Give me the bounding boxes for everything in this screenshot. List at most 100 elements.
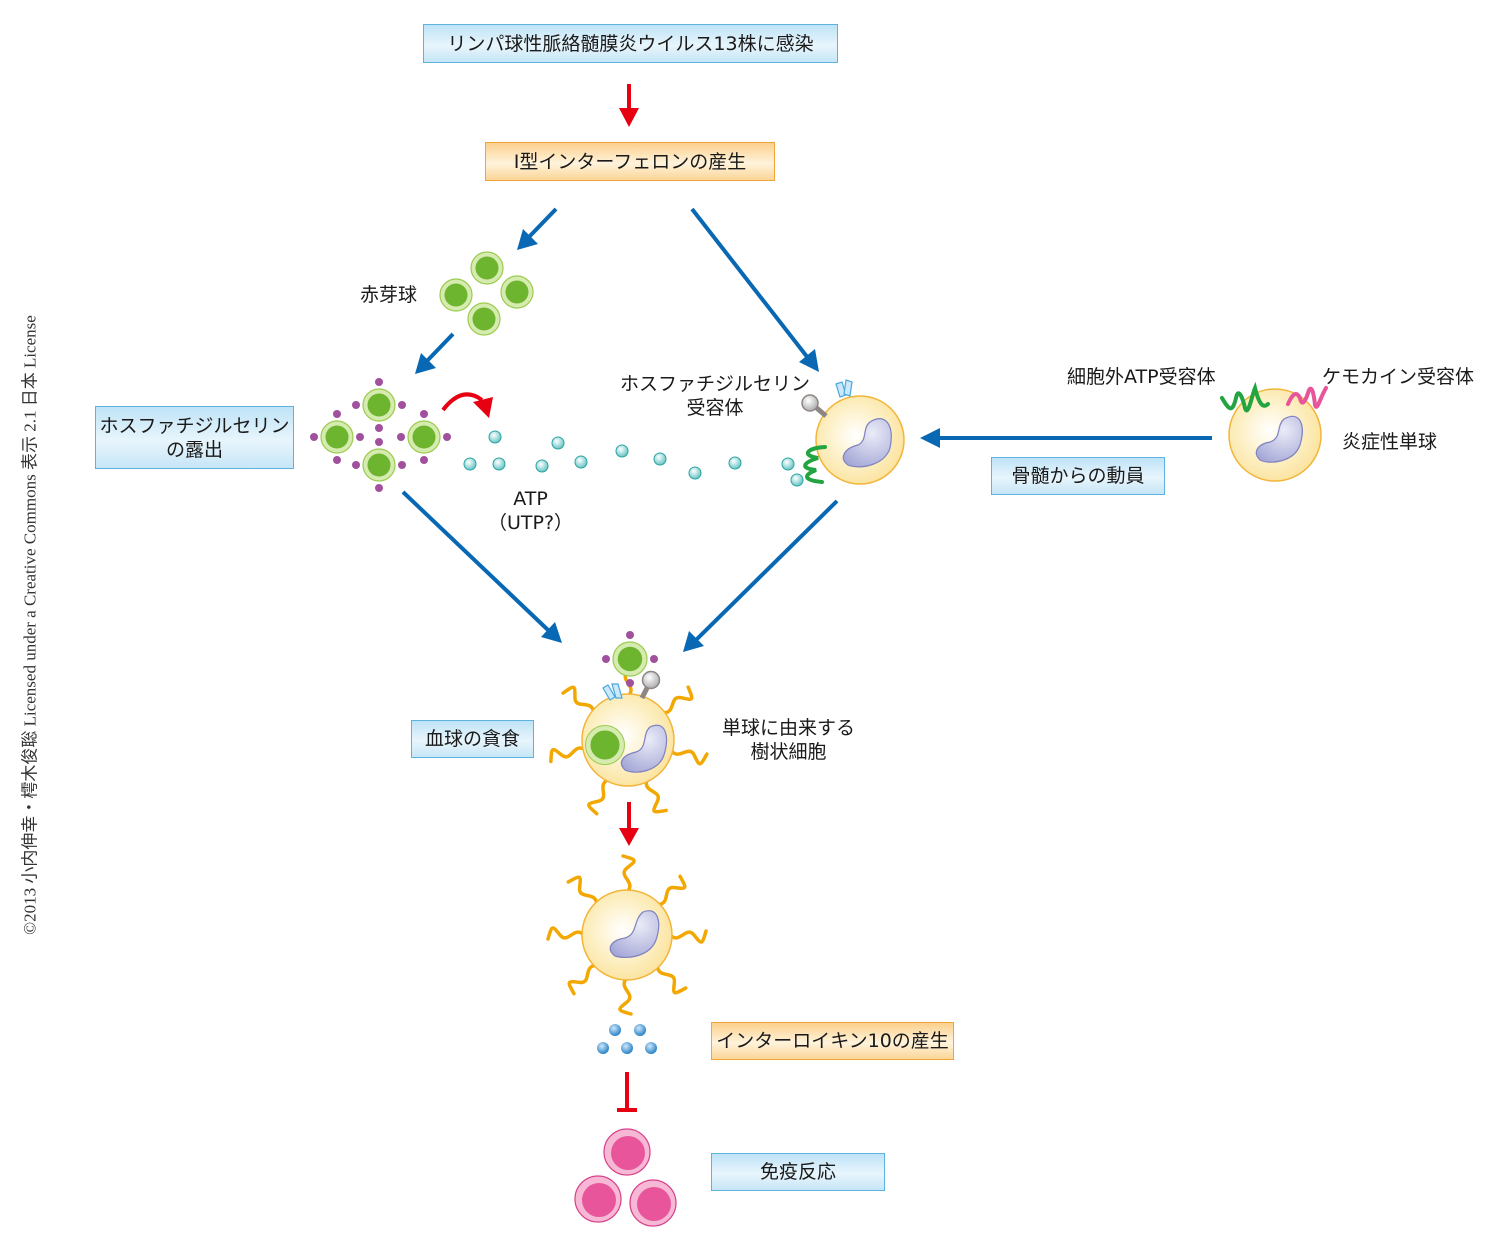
blue-arrow-monocyte-to-phagocytosis	[694, 499, 839, 642]
atp-dot	[615, 444, 629, 458]
atp-dot	[488, 430, 502, 444]
arrowhead	[683, 631, 704, 652]
ps-receptor-icon	[602, 683, 623, 701]
atp-dot	[728, 456, 742, 470]
arrowhead	[541, 622, 562, 643]
il10-dot	[621, 1042, 633, 1054]
immune-cells	[574, 1128, 677, 1227]
il10-dot	[645, 1042, 657, 1054]
phosphatidylserine-dot	[352, 401, 360, 409]
phosphatidylserine-dot	[375, 438, 383, 446]
ps-exposure-line2: の露出	[165, 438, 223, 461]
phosphatidylserine-dot	[443, 433, 451, 441]
atp-dot	[653, 452, 667, 466]
erythroblast-icon	[310, 410, 364, 464]
erythroblast-icon	[467, 302, 501, 336]
blue-arrow-ifn-to-monocyte	[690, 207, 810, 360]
immune-cell-icon	[574, 1175, 622, 1223]
il10-molecules	[597, 1024, 657, 1054]
atp-receptor-icon	[1220, 381, 1270, 413]
il10-box: インターロイキン10の産生	[711, 1022, 954, 1060]
ps-receptor-label: ホスファチジルセリン 受容体	[620, 372, 810, 420]
erythroblast-cluster	[439, 251, 534, 336]
phosphatidylserine-dot	[333, 410, 341, 418]
atp-receptor-label: 細胞外ATP受容体	[1067, 366, 1216, 388]
bone-marrow-text: 骨髄からの動員	[1011, 465, 1145, 487]
phosphatidylserine-dot	[626, 631, 634, 639]
phosphatidylserine-dot	[375, 424, 383, 432]
immune-cell-icon	[603, 1128, 651, 1176]
inhibition-bar-il10	[617, 1072, 637, 1112]
phosphatidylserine-dot	[375, 378, 383, 386]
monocyte-derived-dendritic-cell-phagocytosing	[549, 658, 709, 816]
atp-dot	[790, 473, 804, 487]
arrowhead	[415, 353, 436, 374]
dendrite	[668, 929, 708, 944]
erythroblast-icon	[397, 410, 451, 464]
atp-dot	[463, 457, 477, 471]
red-curved-arrow-atp-release	[441, 392, 484, 412]
phagocytosis-text: 血球の貪食	[424, 728, 520, 750]
ps-exposure-line1: ホスファチジルセリン	[99, 414, 290, 437]
phosphatidylserine-dot	[420, 410, 428, 418]
dendrite	[546, 926, 586, 941]
arrowhead	[920, 428, 940, 448]
monocyte-ps-receptor	[801, 379, 905, 485]
il10-dot	[597, 1042, 609, 1054]
blue-arrow-ifn-to-erythroblast	[526, 207, 558, 240]
dendrite	[549, 746, 587, 764]
infection-box: リンパ球性脈絡髄膜炎ウイルス13株に感染	[423, 24, 838, 63]
dendrite	[660, 685, 694, 715]
phagocytosis-box: 血球の貪食	[411, 720, 534, 758]
phosphatidylserine-dot	[356, 433, 364, 441]
interferon-text: I型インターフェロンの産生	[513, 150, 747, 173]
chemokine-receptor-icon	[1286, 386, 1328, 409]
immune-cell-icon	[629, 1179, 677, 1227]
atp-dot	[574, 455, 588, 469]
phosphatidylserine-dot	[397, 433, 405, 441]
dendrite	[669, 748, 709, 766]
atp-dot	[551, 436, 565, 450]
dendrite	[561, 685, 596, 715]
phosphatidylserine-dot	[398, 401, 406, 409]
ps-exposed-erythroblast	[602, 631, 658, 687]
phosphatidylserine-dot	[398, 461, 406, 469]
erythroblast-icon	[500, 275, 534, 309]
dendritic-cell	[546, 854, 708, 1016]
dendrite	[567, 963, 599, 996]
phosphatidylserine-dot	[352, 461, 360, 469]
erythroblast-icon	[352, 378, 406, 432]
dendrite	[587, 777, 611, 816]
il10-text: インターロイキン10の産生	[716, 1030, 949, 1052]
phosphatidylserine-dot	[650, 655, 658, 663]
red-arrow-phagocytosis-to-dc	[619, 802, 639, 846]
chemokine-receptor-label: ケモカイン受容体	[1322, 366, 1475, 388]
phosphatidylserine-dot	[310, 433, 318, 441]
atp-line1: ATP	[513, 488, 548, 510]
inflammatory-monocyte-label: 炎症性単球	[1342, 431, 1438, 453]
atp-receptor-icon	[803, 445, 827, 484]
atp-molecules	[463, 430, 804, 487]
atp-dot	[688, 466, 702, 480]
dendrite	[644, 777, 668, 814]
atp-dot	[781, 457, 795, 471]
ps-receptor-line2: 受容体	[686, 397, 744, 419]
dendrite	[655, 963, 688, 995]
ps-receptor-icon	[835, 379, 853, 398]
phosphatidylserine-dot	[375, 484, 383, 492]
erythroblast-icon	[439, 278, 473, 312]
red-arrow-infection-to-ifn	[619, 84, 639, 127]
infection-text: リンパ球性脈絡髄膜炎ウイルス13株に感染	[447, 32, 814, 55]
interferon-box: I型インターフェロンの産生	[485, 142, 775, 181]
mo-dc-line2: 樹状細胞	[750, 741, 827, 763]
mo-dc-label: 単球に由来する 樹状細胞	[722, 716, 855, 764]
ps-receptor-line1: ホスファチジルセリン	[620, 373, 811, 395]
ps-exposure-box: ホスファチジルセリン の露出	[95, 406, 294, 469]
blue-arrow-ps-to-phagocytosis	[401, 490, 550, 632]
il10-dot	[634, 1024, 646, 1036]
blue-arrow-erythroblast-to-ps	[424, 332, 455, 364]
dendrite	[655, 874, 687, 907]
erythroblast-label: 赤芽球	[360, 284, 418, 306]
phosphatidylserine-dot	[602, 655, 610, 663]
atp-line2: （UTP?）	[488, 512, 574, 534]
